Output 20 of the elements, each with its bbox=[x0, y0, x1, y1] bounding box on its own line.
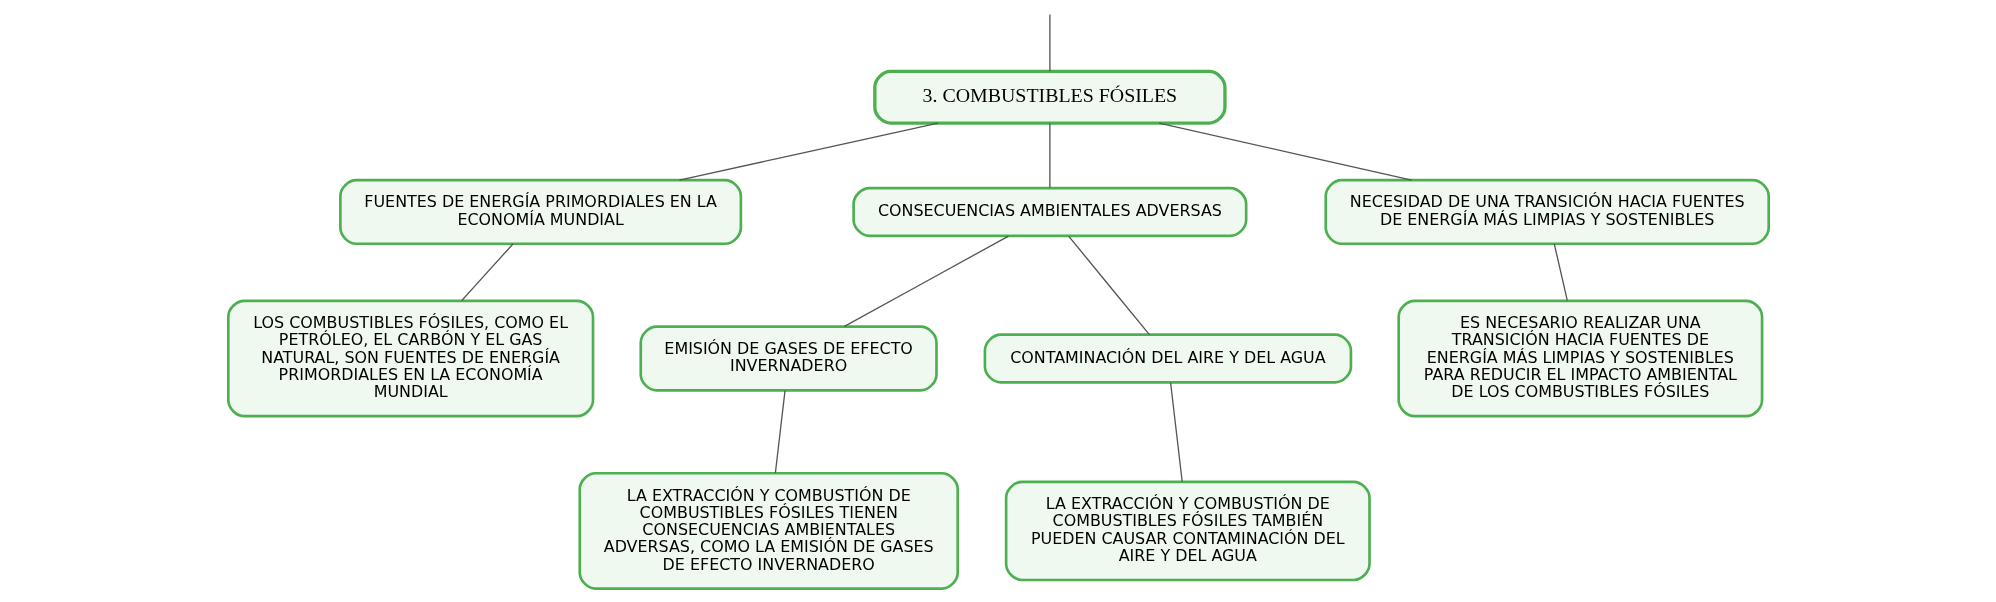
node-box: EMISIÓN DE GASES DE EFECTO INVERNADERO bbox=[638, 325, 938, 392]
connector bbox=[1048, 122, 1051, 189]
connector bbox=[774, 389, 786, 474]
connector bbox=[843, 235, 1009, 328]
node-box: 3. COMBUSTIBLES FÓSILES bbox=[872, 69, 1227, 125]
connector bbox=[1048, 13, 1051, 72]
node-box: LA EXTRACCIÓN Y COMBUSTIÓN DE COMBUSTIBLES FÓSILES TAMBIÉN PUEDEN CAUSAR CONTAMINACIÓN DEL AIRE Y DEL AGUA bbox=[1004, 480, 1371, 582]
node-box: CONTAMINACIÓN DEL AIRE Y DEL AGUA bbox=[983, 333, 1352, 384]
connector bbox=[1553, 243, 1568, 302]
connector bbox=[460, 243, 514, 302]
connector bbox=[1067, 235, 1150, 336]
node-box: FUENTES DE ENERGÍA PRIMORDIALES EN LA ECONOMÍA MUNDIAL bbox=[338, 178, 742, 246]
node-box: LA EXTRACCIÓN Y COMBUSTIÓN DE COMBUSTIBLES FÓSILES TIENEN CONSECUENCIAS AMBIENTALES ADVERSAS, COMO LA EMISIÓN DE GASES DE EFECTO INVERNADERO bbox=[577, 471, 959, 590]
node-box: NECESIDAD DE UNA TRANSICIÓN HACIA FUENTES DE ENERGÍA MÁS LIMPIAS Y SOSTENIBLES bbox=[1323, 178, 1770, 246]
connector bbox=[1157, 122, 1412, 181]
connector bbox=[678, 122, 939, 181]
node-box: ES NECESARIO REALIZAR UNA TRANSICIÓN HACIA FUENTES DE ENERGÍA MÁS LIMPIAS Y SOSTENIBLES PARA REDUCIR EL IMPACTO AMBIENTAL DE LOS COMBUSTIBLES FÓSILES bbox=[1396, 299, 1763, 418]
node-box: LOS COMBUSTIBLES FÓSILES, COMO EL PETRÓLEO, EL CARBÓN Y EL GAS NATURAL, SON FUENTES DE ENERGÍA PRIMORDIALES EN LA ECONOMÍA MUNDIAL bbox=[226, 299, 594, 418]
node-box: CONSECUENCIAS AMBIENTALES ADVERSAS bbox=[851, 186, 1247, 238]
connector bbox=[1169, 382, 1183, 483]
